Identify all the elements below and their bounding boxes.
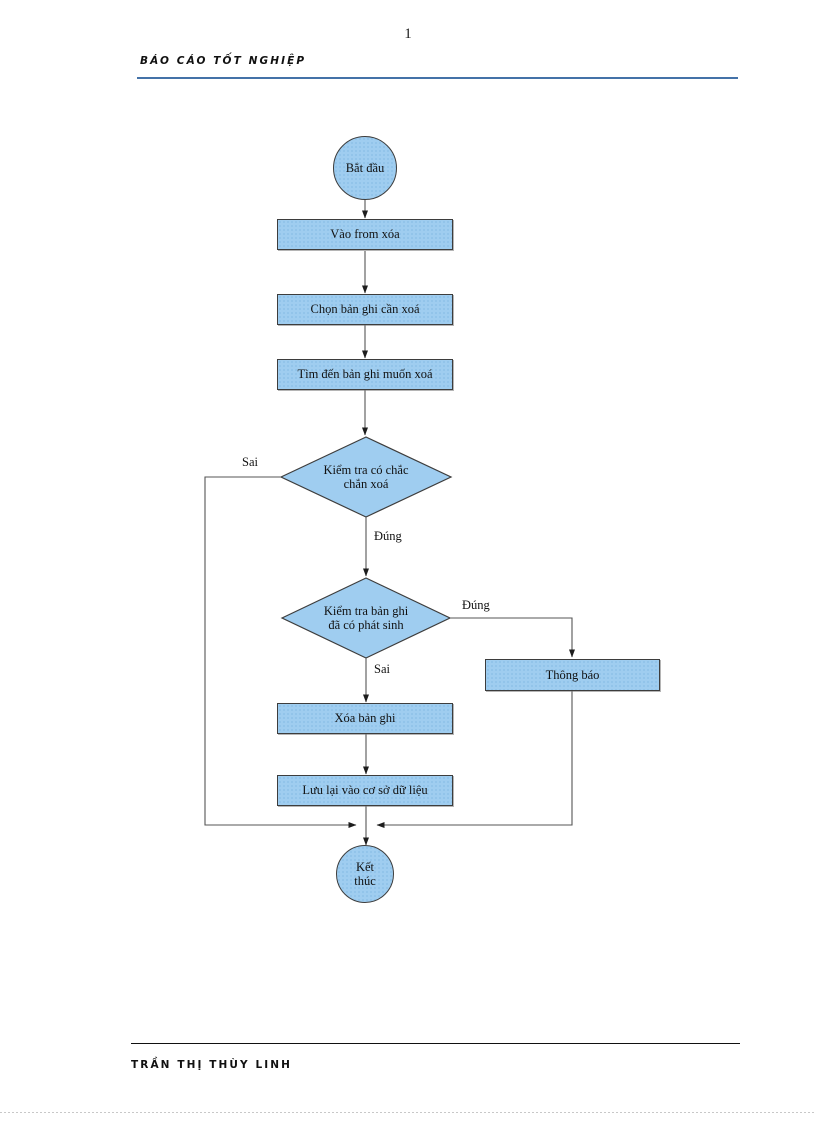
node-delete-record[interactable]: Xóa bản ghi — [277, 703, 453, 734]
edge-notify-to-end — [376, 691, 573, 828]
edge-confirm-false-to-end — [204, 476, 357, 828]
header-divider — [137, 77, 738, 79]
edge-label-confirm-false: Sai — [242, 455, 258, 469]
node-delete-record-label: Xóa bản ghi — [334, 711, 396, 726]
node-notify-label: Thông báo — [545, 667, 600, 682]
node-save-to-database-label: Lưu lại vào cơ sở dữ liệu — [302, 783, 428, 798]
footer-divider — [131, 1043, 740, 1044]
node-confirm-delete-line2: chắn xoá — [343, 477, 389, 491]
node-notify[interactable]: Thông báo — [485, 659, 660, 691]
node-start[interactable]: Bắt đầu — [333, 136, 397, 200]
node-check-references-label: Kiểm tra bản ghi đã có phát sinh — [299, 604, 433, 633]
node-start-label: Bắt đầu — [345, 160, 385, 175]
node-confirm-delete[interactable]: Kiểm tra có chắc chắn xoá — [281, 437, 451, 517]
node-open-delete-form-label: Vào from xóa — [330, 227, 400, 242]
edge-label-checkref-true: Đúng — [462, 598, 490, 612]
diamond-confirm-shape — [279, 436, 453, 518]
node-end[interactable]: Kết thúc — [336, 845, 394, 903]
node-find-record[interactable]: Tìm đến bản ghi muốn xoá — [277, 359, 453, 390]
node-check-references-line1: Kiểm tra bản ghi — [323, 603, 409, 618]
page-number: 1 — [404, 26, 412, 42]
edge-label-checkref-false: Sai — [374, 662, 390, 676]
node-select-record-label: Chọn bản ghi cần xoá — [310, 302, 420, 317]
header-title: BÁO CÁO TỐT NGHIỆP — [140, 55, 307, 67]
node-confirm-delete-line1: Kiểm tra có chắc — [323, 462, 409, 477]
edge-checkref-true-to-notify — [450, 617, 575, 658]
node-confirm-delete-label: Kiểm tra có chắc chắn xoá — [298, 463, 434, 492]
node-check-references[interactable]: Kiểm tra bản ghi đã có phát sinh — [282, 578, 450, 658]
node-end-line1: Kết — [355, 859, 375, 874]
footer-title: TRẦN THỊ THÙY LINH — [131, 1059, 293, 1071]
edge-label-confirm-true: Đúng — [374, 529, 402, 543]
node-check-references-line2: đã có phát sinh — [328, 618, 404, 632]
page-edge-dots — [0, 1112, 816, 1113]
node-find-record-label: Tìm đến bản ghi muốn xoá — [297, 367, 433, 382]
node-select-record[interactable]: Chọn bản ghi cần xoá — [277, 294, 453, 325]
node-end-line2: thúc — [354, 874, 376, 888]
node-open-delete-form[interactable]: Vào from xóa — [277, 219, 453, 250]
node-save-to-database[interactable]: Lưu lại vào cơ sở dữ liệu — [277, 775, 453, 806]
